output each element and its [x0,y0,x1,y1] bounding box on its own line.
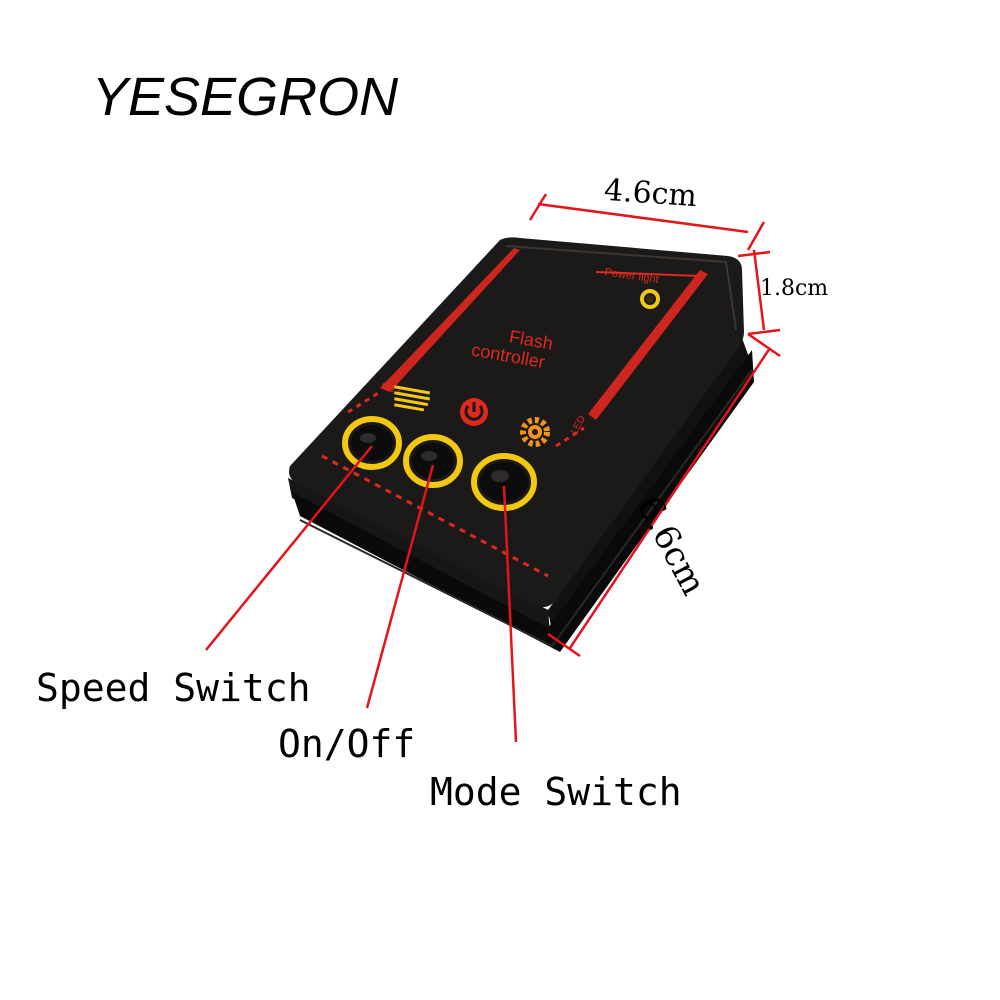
callout-mode-switch: Mode Switch [430,770,682,814]
callout-line-speed [205,445,373,651]
callout-line-onoff [365,464,435,709]
dimension-height-label: 1.8cm [760,276,829,301]
dimension-length-line [547,332,781,658]
dimension-width-label: 4.6cm [602,172,699,215]
red-strip-right [588,270,708,420]
device-right-side [548,338,750,632]
speed-switch-button[interactable] [342,416,402,470]
on-off-button[interactable] [403,434,463,488]
red-strip-top [595,271,701,277]
red-strip-left [380,248,520,392]
callout-on-off: On/Off [278,722,416,766]
speed-icon [394,385,431,412]
device-front-face [288,478,550,632]
power-icon [460,398,488,426]
device-base [292,350,754,652]
dimension-width-line [528,193,766,251]
device-top-highlight [505,245,737,331]
red-dashes-left [347,390,381,414]
power-light-ring [640,289,660,309]
device-top-face [289,237,744,608]
dimension-height-line [737,249,781,336]
gear-icon [520,417,550,447]
brand-name: YESEGRON [92,67,399,127]
callout-speed-switch: Speed Switch [36,666,311,710]
power-light-lens [646,295,654,303]
device-seam [299,369,753,648]
callout-line-mode [502,485,518,743]
